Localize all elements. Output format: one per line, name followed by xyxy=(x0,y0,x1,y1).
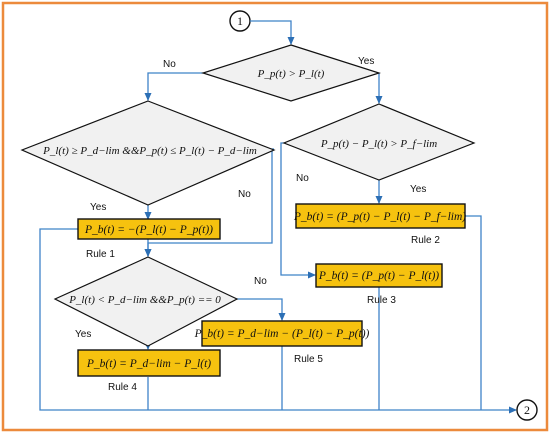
edge-r1-to-bus xyxy=(39,228,517,414)
rule-3-label: Rule 3 xyxy=(367,295,396,306)
decision-1-text: P_p(t) > P_l(t) xyxy=(257,68,325,80)
rule-1-box: P_b(t) = −(P_l(t) − P_p(t)) xyxy=(77,218,221,240)
d4-no-label: No xyxy=(254,276,267,287)
rule-3-formula: P_b(t) = (P_p(t) − P_l(t)) xyxy=(318,270,439,282)
decision-4: P_l(t) < P_d−lim &&P_p(t) == 0 xyxy=(53,256,239,347)
start-connector: 1 xyxy=(229,10,251,32)
d2-yes-label: Yes xyxy=(90,202,106,213)
rule-2-label: Rule 2 xyxy=(411,235,440,246)
d1-yes-label: Yes xyxy=(358,56,374,67)
end-connector: 2 xyxy=(516,399,538,421)
rule-1-formula: P_b(t) = −(P_l(t) − P_p(t)) xyxy=(84,224,213,236)
end-connector-label: 2 xyxy=(524,403,530,417)
edge-r2-to-bus xyxy=(465,215,482,410)
edge-d1-no xyxy=(144,72,203,101)
decision-2: P_l(t) ≥ P_d−lim &&P_p(t) ≤ P_l(t) − P_d… xyxy=(20,100,276,206)
decision-4-text: P_l(t) < P_d−lim &&P_p(t) == 0 xyxy=(68,294,221,306)
decision-3: P_p(t) − P_l(t) > P_f−lim xyxy=(282,103,476,181)
d4-yes-label: Yes xyxy=(75,329,91,340)
rule-5-formula: P_b(t) = P_d−lim − (P_l(t) − P_p(t)) xyxy=(194,328,370,340)
d3-yes-label: Yes xyxy=(410,184,426,195)
rule-3-box: P_b(t) = (P_p(t) − P_l(t)) xyxy=(315,263,443,288)
d1-no-label: No xyxy=(163,59,176,70)
rule-4-box: P_b(t) = P_d−lim − P_l(t) xyxy=(77,349,221,377)
rule-2-formula: P_b(t) = (P_p(t) − P_l(t) − P_f−lim) xyxy=(293,211,466,223)
rule-4-formula: P_b(t) = P_d−lim − P_l(t) xyxy=(86,358,211,370)
rule-5-label: Rule 5 xyxy=(294,354,323,365)
decision-3-text: P_p(t) − P_l(t) > P_f−lim xyxy=(320,138,437,150)
decision-2-text: P_l(t) ≥ P_d−lim &&P_p(t) ≤ P_l(t) − P_d… xyxy=(42,145,257,157)
d3-no-label: No xyxy=(296,173,309,184)
start-connector-label: 1 xyxy=(237,14,243,28)
decision-1: P_p(t) > P_l(t) xyxy=(201,44,381,102)
d2-no-label: No xyxy=(238,189,251,200)
edge-d4-no xyxy=(237,298,286,321)
rule-1-label: Rule 1 xyxy=(86,249,115,260)
edge-start-line xyxy=(250,20,292,30)
rule-4-label: Rule 4 xyxy=(108,382,137,393)
rule-2-box: P_b(t) = (P_p(t) − P_l(t) − P_f−lim) xyxy=(293,203,466,229)
rule-5-box: P_b(t) = P_d−lim − (P_l(t) − P_p(t)) xyxy=(194,320,370,347)
